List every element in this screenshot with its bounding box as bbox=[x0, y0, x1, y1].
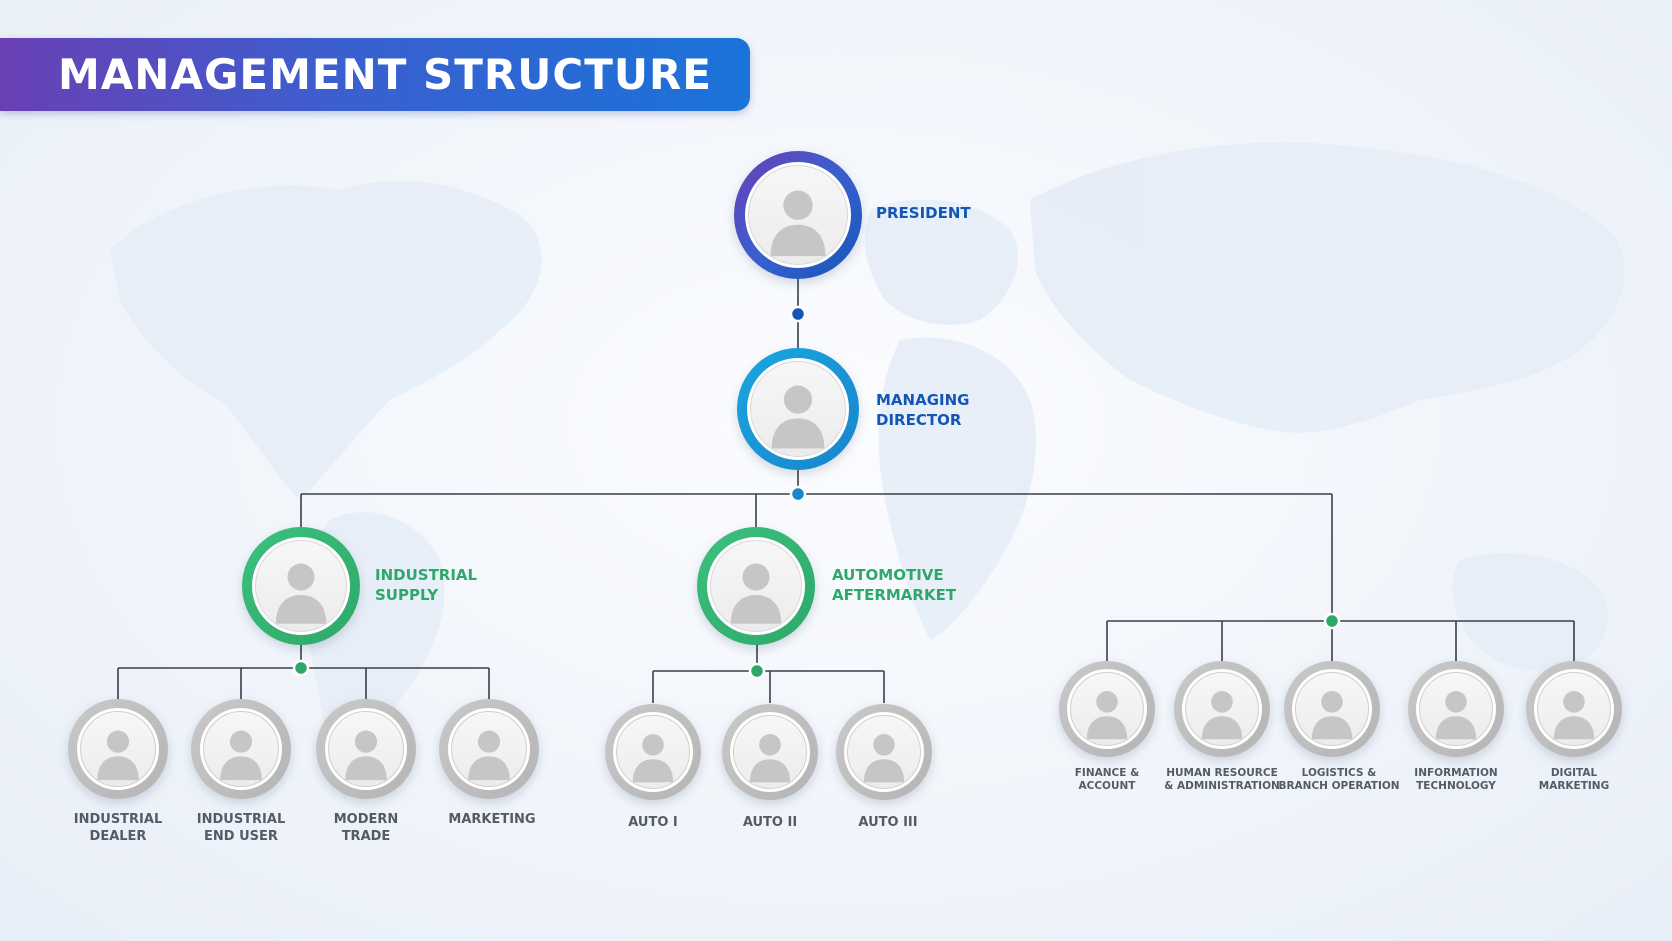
auto-iii-avatar bbox=[836, 704, 932, 800]
person-silhouette-icon bbox=[1201, 691, 1243, 740]
label-line1: AUTO II bbox=[742, 815, 798, 830]
label-line1: INDUSTRIAL bbox=[73, 812, 163, 827]
president-label: PRESIDENT bbox=[876, 204, 971, 222]
title-banner: MANAGEMENT STRUCTURE bbox=[0, 38, 750, 111]
industrial-supply-label-line1: INDUSTRIAL bbox=[375, 566, 478, 584]
auto-i-avatar bbox=[605, 704, 701, 800]
person-silhouette-icon bbox=[1435, 691, 1477, 740]
label-line1: INDUSTRIAL bbox=[196, 812, 286, 827]
person-silhouette-icon bbox=[770, 190, 826, 257]
logistics-label: LOGISTICS & BRANCH OPERATION bbox=[1269, 767, 1409, 793]
modern-trade-avatar bbox=[316, 699, 416, 799]
human-resource-label: HUMAN RESOURCE & ADMINISTRATION bbox=[1157, 767, 1287, 793]
label-line1: FINANCE & bbox=[1074, 767, 1140, 779]
information-technology-avatar bbox=[1408, 661, 1504, 757]
person-silhouette-icon bbox=[275, 563, 327, 624]
industrial-end-user-label: INDUSTRIAL END USER bbox=[181, 812, 301, 846]
label-line2: BRANCH OPERATION bbox=[1278, 780, 1400, 793]
label-line1: INFORMATION bbox=[1414, 767, 1498, 779]
modern-trade-label: MODERN TRADE bbox=[306, 812, 426, 846]
label-line1: AUTO I bbox=[628, 815, 678, 830]
label-line2: TECHNOLOGY bbox=[1416, 780, 1496, 793]
label-line1: MARKETING bbox=[448, 812, 536, 827]
automotive-aftermarket-label-line1: AUTOMOTIVE bbox=[832, 566, 944, 584]
automotive-aftermarket-avatar bbox=[697, 527, 815, 645]
label-line2: DEALER bbox=[89, 828, 147, 844]
auto-i-label: AUTO I bbox=[603, 815, 703, 832]
person-silhouette-icon bbox=[1553, 691, 1595, 740]
person-silhouette-icon bbox=[771, 385, 825, 449]
finance-account-avatar bbox=[1059, 661, 1155, 757]
industrial-dealer-avatar bbox=[68, 699, 168, 799]
managing-director-label: MANAGING DIRECTOR bbox=[876, 391, 969, 430]
industrial-supply-label-line2: SUPPLY bbox=[375, 585, 439, 604]
industrial-supply-avatar bbox=[242, 527, 360, 645]
managing-director-label-line1: MANAGING bbox=[876, 391, 970, 409]
human-resource-avatar bbox=[1174, 661, 1270, 757]
president-avatar bbox=[734, 151, 862, 279]
auto-ii-label: AUTO II bbox=[720, 815, 820, 832]
automotive-aftermarket-label: AUTOMOTIVE AFTERMARKET bbox=[832, 566, 956, 605]
person-silhouette-icon bbox=[1311, 691, 1353, 740]
person-silhouette-icon bbox=[863, 734, 905, 783]
label-line1: MODERN bbox=[333, 812, 399, 827]
label-line2: MARKETING bbox=[1538, 780, 1610, 793]
label-line1: DIGITAL bbox=[1550, 767, 1598, 779]
label-line1: AUTO III bbox=[858, 815, 918, 830]
person-silhouette-icon bbox=[632, 734, 674, 783]
marketing-label: MARKETING bbox=[432, 812, 552, 829]
label-line1: LOGISTICS & bbox=[1301, 767, 1377, 779]
industrial-end-user-avatar bbox=[191, 699, 291, 799]
auto-ii-avatar bbox=[722, 704, 818, 800]
managing-director-avatar bbox=[737, 348, 859, 470]
industrial-dealer-label: INDUSTRIAL DEALER bbox=[58, 812, 178, 846]
digital-marketing-avatar bbox=[1526, 661, 1622, 757]
label-line2: ACCOUNT bbox=[1078, 780, 1136, 793]
finance-account-label: FINANCE & ACCOUNT bbox=[1042, 767, 1172, 793]
digital-marketing-label: DIGITAL MARKETING bbox=[1509, 767, 1639, 793]
person-silhouette-icon bbox=[345, 730, 387, 781]
managing-director-label-line2: DIRECTOR bbox=[876, 410, 962, 429]
logistics-avatar bbox=[1284, 661, 1380, 757]
auto-iii-label: AUTO III bbox=[838, 815, 938, 832]
marketing-avatar bbox=[439, 699, 539, 799]
person-silhouette-icon bbox=[220, 730, 262, 781]
label-line1: HUMAN RESOURCE bbox=[1166, 767, 1278, 779]
label-line2: TRADE bbox=[341, 828, 391, 844]
automotive-aftermarket-label-line2: AFTERMARKET bbox=[832, 585, 957, 604]
information-technology-label: INFORMATION TECHNOLOGY bbox=[1391, 767, 1521, 793]
industrial-supply-label: INDUSTRIAL SUPPLY bbox=[375, 566, 477, 605]
page-title: MANAGEMENT STRUCTURE bbox=[58, 50, 712, 99]
person-silhouette-icon bbox=[749, 734, 791, 783]
label-line2: & ADMINISTRATION bbox=[1164, 780, 1280, 793]
person-silhouette-icon bbox=[468, 730, 510, 781]
person-silhouette-icon bbox=[730, 563, 782, 624]
person-silhouette-icon bbox=[1086, 691, 1128, 740]
label-line2: END USER bbox=[204, 828, 278, 844]
person-silhouette-icon bbox=[97, 730, 139, 781]
